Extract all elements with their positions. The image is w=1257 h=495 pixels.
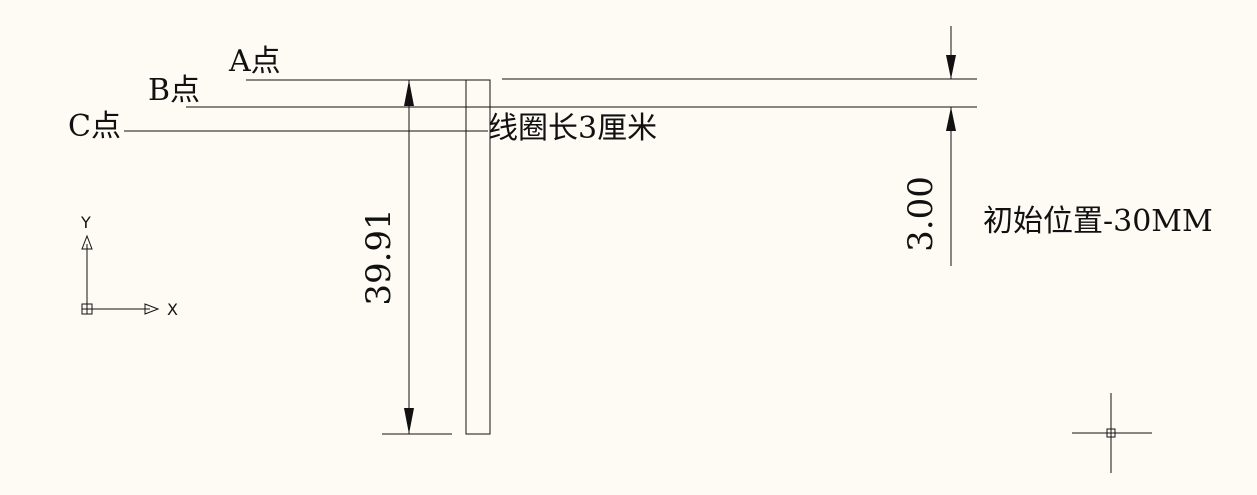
arrow-up-icon	[404, 80, 414, 106]
ucs-y-label: Y	[80, 213, 91, 232]
coil-length-label: 线圈长3厘米	[488, 111, 657, 146]
coil-rectangle	[465, 79, 491, 435]
crosshair-cursor-icon[interactable]	[1072, 393, 1152, 473]
point-a-label: A点	[228, 44, 281, 79]
arrow-down-icon	[404, 408, 414, 434]
ucs-x-label: X	[167, 300, 178, 319]
ucs-icon: Y X	[80, 213, 178, 319]
gap-arrow-up-icon	[946, 107, 956, 131]
dimension-vertical-text: 39.91	[359, 208, 399, 305]
gap-arrow-down-icon	[946, 55, 956, 79]
point-b-label: B点	[148, 73, 200, 108]
dimension-gap-text: 3.00	[901, 176, 941, 252]
initial-position-label: 初始位置-30MM	[983, 204, 1213, 239]
point-c-label: C点	[68, 109, 121, 144]
